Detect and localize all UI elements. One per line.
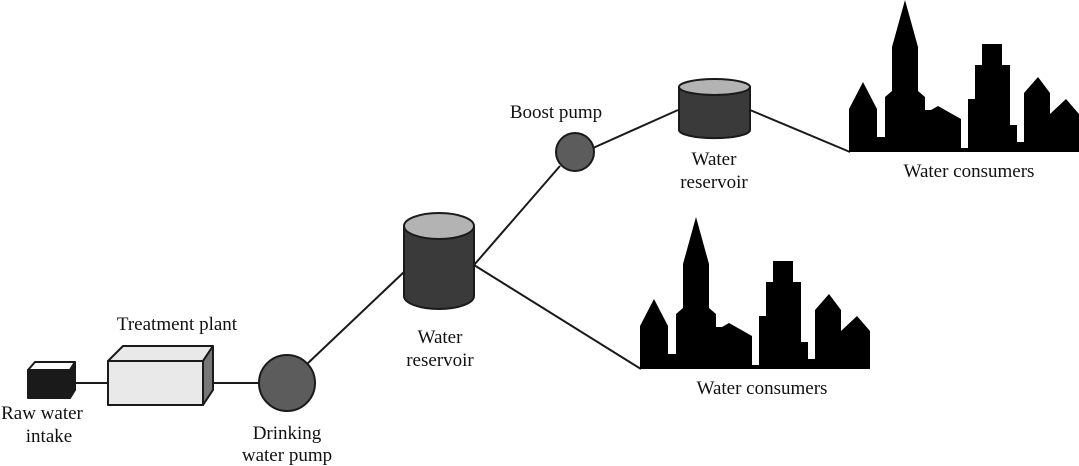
drinking-water-pump: Drinking water pump	[242, 354, 332, 466]
boost-pump-label: Boost pump	[510, 102, 602, 123]
water-consumers-upper: Water consumers	[849, 0, 1079, 182]
water-consumers-upper-label: Water consumers	[904, 161, 1035, 182]
pipe-elevated-reservoir-to-upper-consumers	[749, 109, 851, 153]
water-reservoir-main-label-line1: Water	[418, 327, 464, 348]
raw-water-intake: Raw water intake	[1, 361, 84, 447]
raw-water-intake-label-line1: Raw water	[1, 403, 83, 424]
water-reservoir-main: Water reservoir	[403, 212, 475, 371]
pipe-pump-to-reservoir	[306, 271, 405, 365]
treatment-plant-label: Treatment plant	[117, 314, 238, 335]
city-skyline-icon	[849, 0, 1079, 152]
reservoir-cylinder-icon	[403, 212, 475, 310]
pipe-reservoir-to-boost-pump	[473, 165, 561, 266]
water-reservoir-elevated-label-line2: reservoir	[680, 172, 748, 193]
pump-circle-icon	[258, 354, 316, 412]
water-consumers-lower: Water consumers	[640, 217, 870, 399]
reservoir-cylinder-icon	[678, 78, 751, 140]
water-consumers-lower-label: Water consumers	[697, 378, 828, 399]
intake-box-icon	[27, 361, 76, 399]
water-reservoir-main-label-line2: reservoir	[406, 350, 474, 371]
pipe-boost-pump-to-elevated-reservoir	[592, 109, 679, 149]
water-reservoir-elevated-label-line1: Water	[692, 149, 738, 170]
water-reservoir-elevated: Water reservoir	[678, 78, 751, 193]
pump-circle-icon	[555, 132, 595, 172]
raw-water-intake-label-line2: intake	[26, 426, 72, 447]
boost-pump: Boost pump	[510, 102, 602, 172]
pipe-reservoir-to-lower-consumers	[473, 264, 642, 370]
drinking-water-pump-label-line2: water pump	[242, 445, 332, 466]
treatment-plant-box-icon	[107, 345, 214, 406]
treatment-plant: Treatment plant	[107, 314, 238, 406]
city-skyline-icon	[640, 217, 870, 369]
drinking-water-pump-label-line1: Drinking	[253, 423, 322, 444]
